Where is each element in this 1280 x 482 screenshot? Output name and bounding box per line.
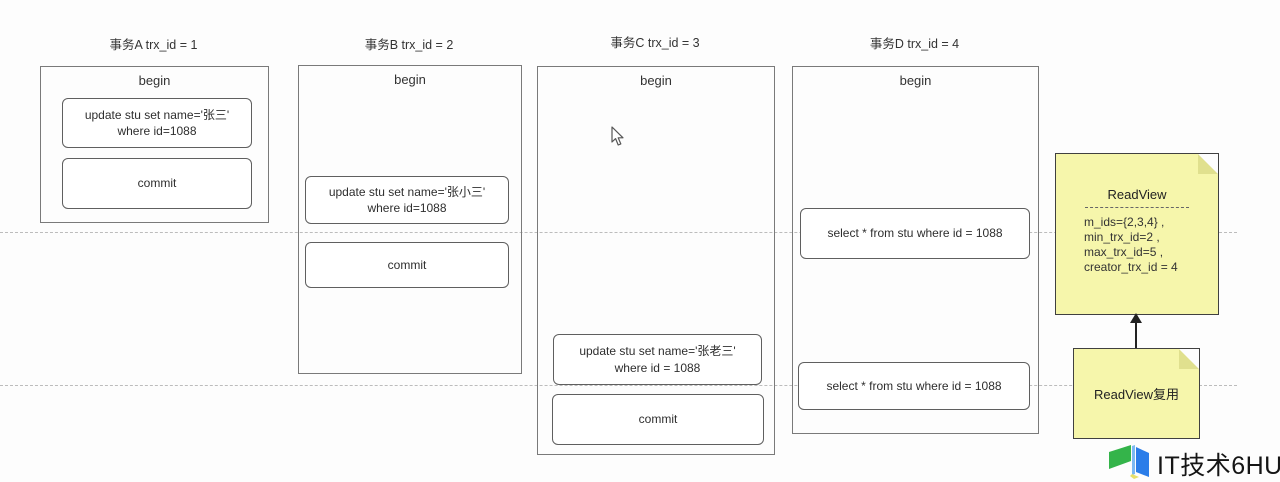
transaction-a-box: begin [40, 66, 269, 223]
readview-note-max-trx-id: max_trx_id=5 , [1084, 245, 1164, 259]
transaction-c-commit-statement: commit [552, 394, 764, 445]
readview-note-title: ReadView [1107, 187, 1167, 202]
transaction-a-update-statement: update stu set name='张三' where id=1088 [62, 98, 252, 148]
transaction-c-begin-label: begin [640, 73, 672, 88]
transaction-d-title: 事务D trx_id = 4 [869, 37, 960, 51]
watermark: IT技术6HU [1106, 443, 1280, 482]
watermark-flag-icon [1106, 443, 1152, 482]
transaction-b-commit-statement: commit [305, 242, 509, 288]
readview-reuse-note: ReadView复用 [1073, 348, 1200, 439]
readview-note-m-ids: m_ids={2,3,4} , [1084, 215, 1165, 229]
transaction-c-box: begin [537, 66, 775, 455]
transaction-d-select-statement-2: select * from stu where id = 1088 [798, 362, 1030, 410]
transaction-a-begin-label: begin [138, 73, 171, 88]
watermark-text: IT技术6HU [1157, 452, 1280, 480]
readview-reuse-note-label: ReadView复用 [1093, 387, 1180, 402]
reuse-arrow-line [1135, 322, 1137, 348]
transaction-b-title: 事务B trx_id = 2 [364, 38, 454, 52]
transaction-c-title: 事务C trx_id = 3 [610, 36, 700, 50]
transaction-a-commit-statement: commit [62, 158, 252, 209]
timeline-line-1 [0, 232, 1237, 233]
transaction-b-update-statement: update stu set name='张小三' where id=1088 [305, 176, 509, 224]
transaction-b-box: begin [298, 65, 522, 374]
transaction-d-box: begin [792, 66, 1039, 434]
timeline-line-2 [0, 385, 1237, 386]
readview-note: ReadView m_ids={2,3,4} , min_trx_id=2 , … [1055, 153, 1219, 315]
transaction-c-update-statement: update stu set name='张老三' where id = 108… [553, 334, 762, 385]
transaction-a-title: 事务A trx_id = 1 [109, 38, 198, 52]
readview-note-min-trx-id: min_trx_id=2 , [1084, 230, 1160, 244]
mouse-cursor-icon [610, 126, 625, 152]
readview-note-creator-trx-id: creator_trx_id = 4 [1084, 260, 1178, 274]
transaction-b-begin-label: begin [394, 72, 426, 87]
transaction-d-select-statement-1: select * from stu where id = 1088 [800, 208, 1030, 259]
readview-note-divider [1085, 207, 1189, 208]
transaction-d-begin-label: begin [899, 73, 932, 88]
reuse-arrow-head-icon [1130, 313, 1142, 323]
